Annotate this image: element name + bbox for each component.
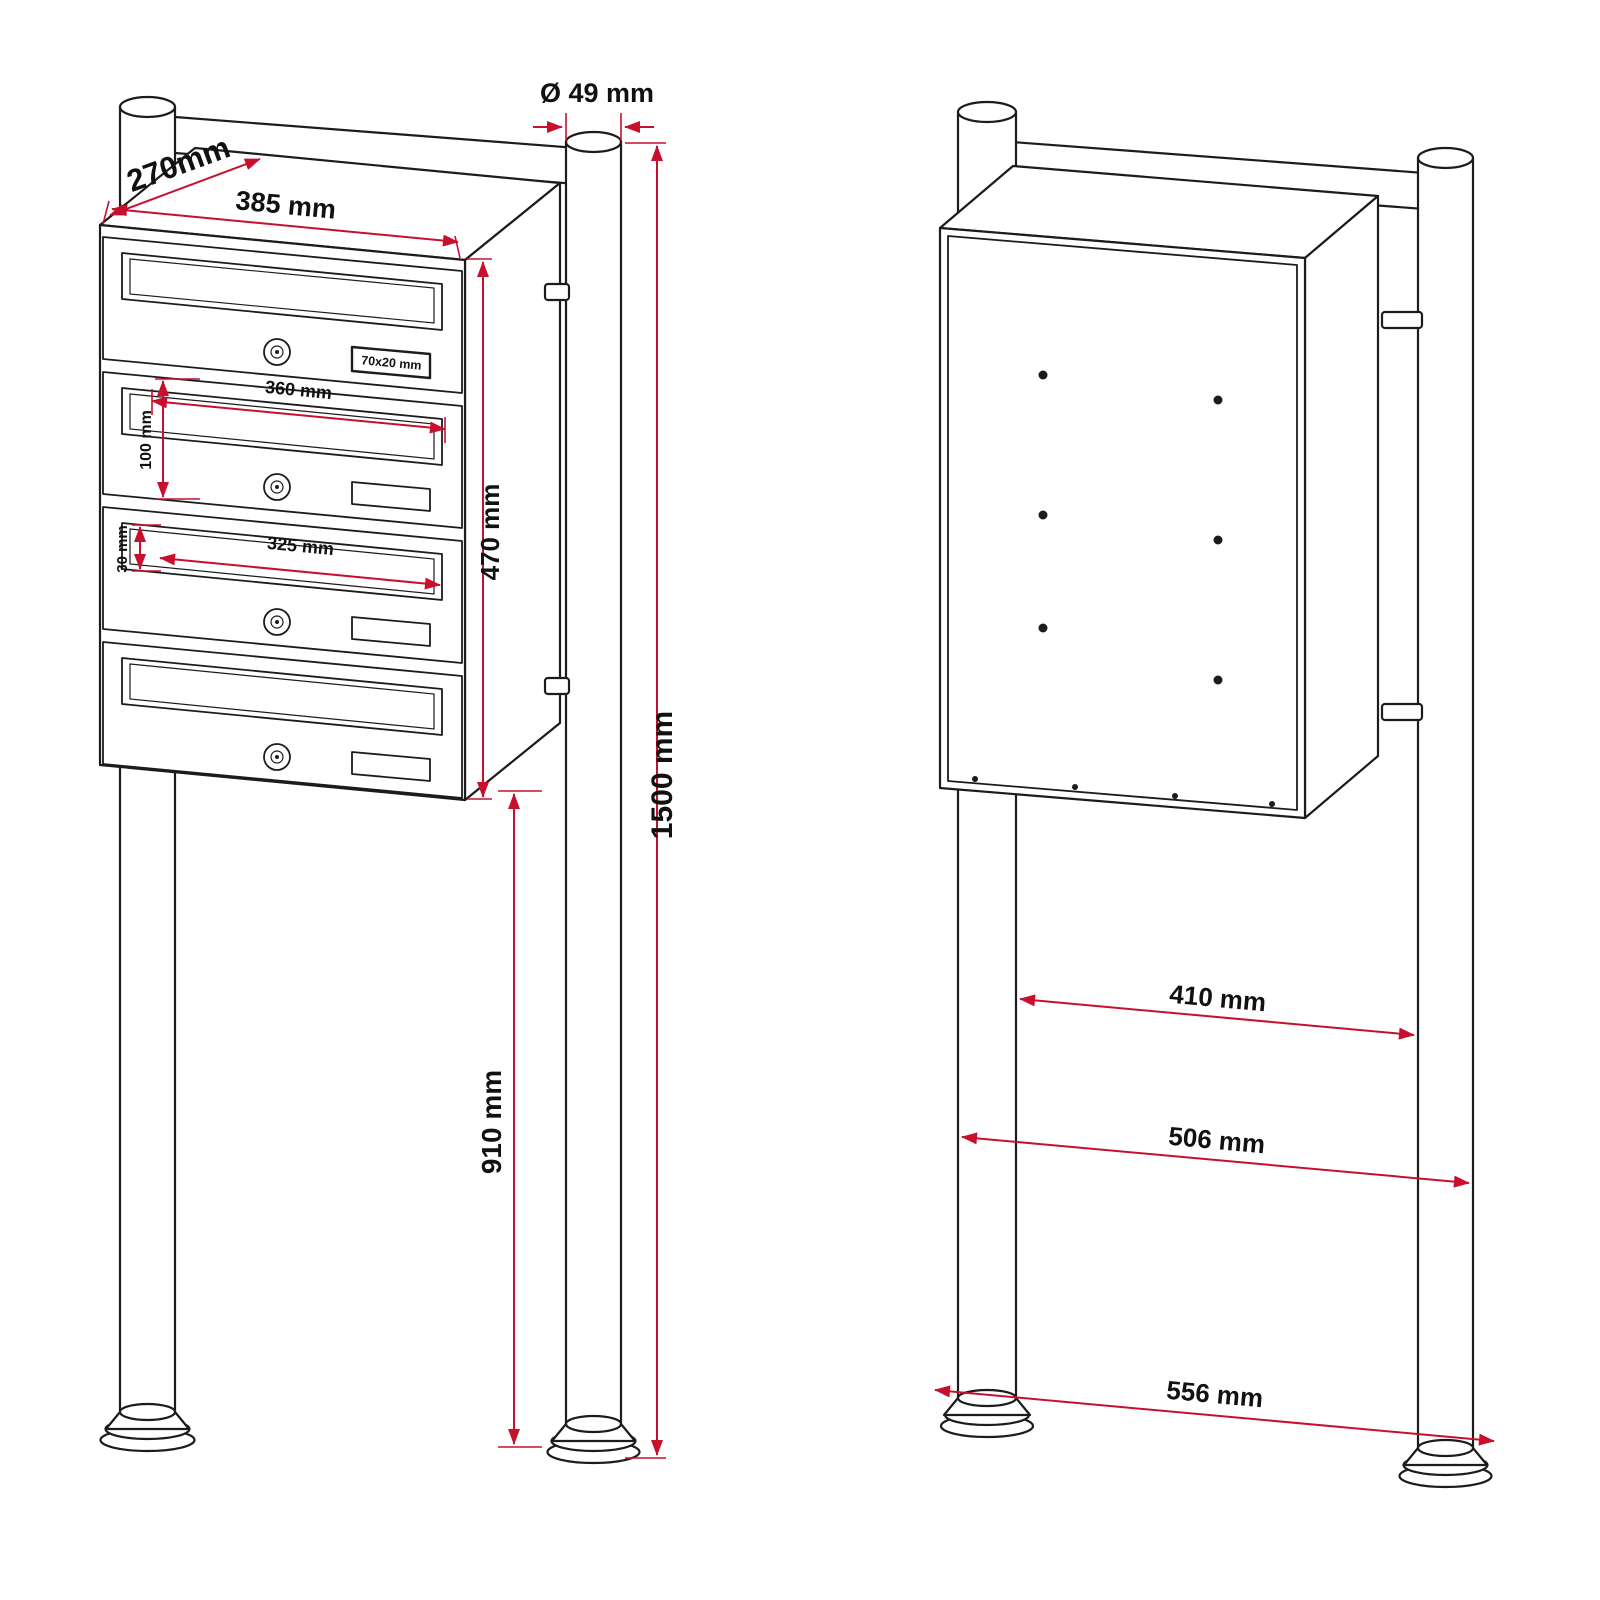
letter-flap[interactable] [121, 522, 443, 601]
letter-flap[interactable] [121, 657, 443, 736]
mailbox-back-panel [938, 226, 1307, 820]
rear-right-post [1398, 146, 1493, 1489]
dimension-compartment-height: 100 mm [138, 378, 200, 500]
mounting-tab-lower [1380, 702, 1424, 722]
compartment-1: 70x20 mm [102, 236, 463, 394]
mounting-tab-upper [1380, 310, 1424, 330]
name-plate-size-label: 70x20 mm [361, 353, 422, 372]
post-base-flange [546, 1414, 641, 1465]
mounting-tab-upper [543, 282, 571, 302]
dimension-posts-outer-spacing: 506 mm [961, 1121, 1470, 1188]
lock-icon[interactable] [263, 338, 291, 366]
post-top-cap [1416, 146, 1475, 170]
dimension-slot-height: 30 mm [114, 524, 161, 573]
posts-inner-spacing-label: 410 mm [1168, 979, 1267, 1018]
box-height-label: 470 mm [475, 484, 505, 581]
post-top-cap [956, 100, 1018, 124]
dimension-post-below-box: 910 mm [476, 790, 542, 1448]
name-plate [351, 751, 431, 782]
post-diameter-label: Ø 49 mm [540, 78, 654, 108]
mailbox-side-face [1303, 194, 1380, 820]
mounting-tab-lower [543, 676, 571, 696]
post-below-box-label: 910 mm [476, 1070, 507, 1174]
lock-icon[interactable] [263, 743, 291, 771]
name-plate [351, 616, 431, 647]
letter-flap[interactable] [121, 252, 443, 331]
dimension-post-diameter: Ø 49 mm [533, 78, 654, 141]
slot-height-label: 30 mm [114, 525, 131, 573]
compartment-height-label: 100 mm [138, 410, 155, 470]
dimension-box-height: 470 mm [467, 258, 505, 800]
dimension-total-height: 1500 mm [625, 142, 679, 1459]
compartment-3 [102, 506, 463, 664]
rear-mailbox-body [938, 164, 1380, 820]
lock-icon[interactable] [263, 473, 291, 501]
lock-icon[interactable] [263, 608, 291, 636]
back-panel-screw-holes [1038, 370, 1223, 685]
compartment-4 [102, 641, 463, 799]
post-top-cap [564, 130, 623, 154]
front-dimensions: Ø 49 mm 270mm 385 mm 360 mm [102, 78, 679, 1459]
post-base-flange [99, 1402, 196, 1453]
rear-view: 410 mm 506 mm 556 mm [934, 100, 1495, 1489]
back-panel-rivets [972, 776, 1275, 807]
base-feet-spacing-label: 556 mm [1165, 1375, 1264, 1414]
front-right-post [546, 130, 641, 1465]
front-mailbox-body: 70x20 mm [98, 146, 562, 802]
name-plate [351, 481, 431, 512]
dimension-posts-inner-spacing: 410 mm [1019, 979, 1415, 1040]
post-base-flange [1398, 1438, 1493, 1489]
posts-outer-spacing-label: 506 mm [1167, 1121, 1266, 1160]
total-height-label: 1500 mm [646, 711, 679, 839]
name-plate [350, 345, 432, 380]
post-top-cap [118, 95, 177, 119]
rear-dimensions: 410 mm 506 mm 556 mm [934, 979, 1495, 1446]
front-view: 70x20 mm [98, 78, 679, 1465]
